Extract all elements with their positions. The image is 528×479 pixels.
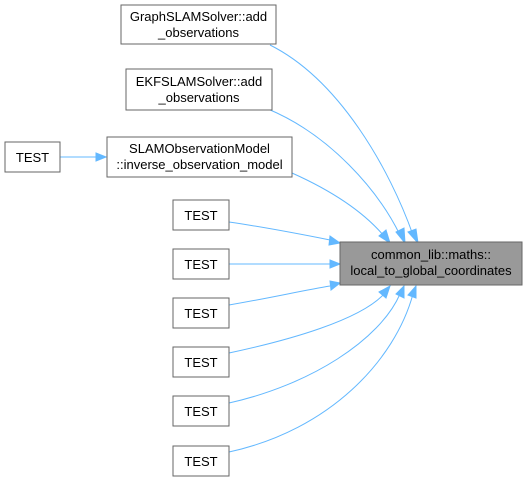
edge-testleft-arrowhead — [95, 152, 108, 162]
node-graphslam-line2: _observations — [157, 25, 239, 40]
node-ekfslam-line2: _observations — [158, 90, 240, 105]
node-slamobs-line1: SLAMObservationModel — [129, 141, 270, 156]
node-slamobs-box — [106, 136, 293, 178]
node-test-2-label: TEST — [184, 257, 217, 272]
node-local-to-global-coordinates-box — [339, 241, 523, 286]
edge-test6-arrowhead — [407, 284, 417, 299]
edge-slamobs-arrowhead — [378, 229, 391, 245]
edge-test2-arrowhead — [329, 259, 342, 269]
node-test-left-label: TEST — [16, 150, 49, 165]
node-test-1[interactable]: TEST — [172, 199, 230, 231]
edge-test4-to-target — [228, 293, 385, 354]
edge-ekfslam-arrowhead — [395, 227, 406, 245]
node-test-3-label: TEST — [184, 306, 217, 321]
node-test-4-box — [172, 346, 230, 378]
edge-graphslam-to-target — [269, 44, 414, 236]
node-test-4-label: TEST — [184, 355, 217, 370]
node-local-to-global-coordinates-line1: common_lib::maths:: — [371, 247, 491, 262]
node-test-left-box — [4, 141, 61, 173]
node-test-3-box — [172, 297, 230, 329]
edge-test4-arrowhead — [378, 284, 391, 299]
edge-test3-arrowhead — [329, 280, 342, 291]
node-test-5-box — [172, 395, 230, 427]
edge-slamobs-to-target — [291, 172, 385, 237]
call-graph-edges — [60, 44, 419, 453]
node-graphslam-box — [120, 4, 277, 45]
node-test-1-label: TEST — [184, 208, 217, 223]
node-test-5-label: TEST — [184, 404, 217, 419]
node-test-6[interactable]: TEST — [172, 445, 230, 477]
edge-test5-to-target — [228, 293, 401, 404]
edge-graphslam-arrowhead — [407, 228, 419, 245]
node-test-6-label: TEST — [184, 454, 217, 469]
node-slam-observation-model[interactable]: SLAMObservationModel ::inverse_observati… — [106, 136, 293, 178]
edge-test1-arrowhead — [328, 235, 342, 246]
node-local-to-global-coordinates-line2: local_to_global_coordinates — [350, 263, 512, 278]
node-graphslam-line1: GraphSLAMSolver::add — [130, 9, 267, 24]
node-ekfslam-box — [125, 68, 273, 111]
edge-ekfslam-to-target — [267, 108, 401, 236]
node-test-1-box — [172, 199, 230, 231]
node-test-2-box — [172, 248, 230, 280]
node-test-4[interactable]: TEST — [172, 346, 230, 378]
node-test-6-box — [172, 445, 230, 477]
node-ekfslam-add-observations[interactable]: EKFSLAMSolver::add _observations — [125, 68, 273, 111]
node-ekfslam-line1: EKFSLAMSolver::add — [136, 74, 262, 89]
node-test-left[interactable]: TEST — [4, 141, 61, 173]
node-graphslam-add-observations[interactable]: GraphSLAMSolver::add _observations — [120, 4, 277, 45]
node-test-5[interactable]: TEST — [172, 395, 230, 427]
node-slamobs-line2: ::inverse_observation_model — [116, 157, 282, 172]
edge-test1-to-target — [228, 221, 331, 241]
node-test-2[interactable]: TEST — [172, 248, 230, 280]
edge-test6-to-target — [228, 293, 414, 453]
node-local-to-global-coordinates: common_lib::maths:: local_to_global_coor… — [339, 241, 523, 286]
edge-test3-to-target — [228, 285, 331, 306]
node-test-3[interactable]: TEST — [172, 297, 230, 329]
edge-test5-arrowhead — [395, 284, 405, 299]
